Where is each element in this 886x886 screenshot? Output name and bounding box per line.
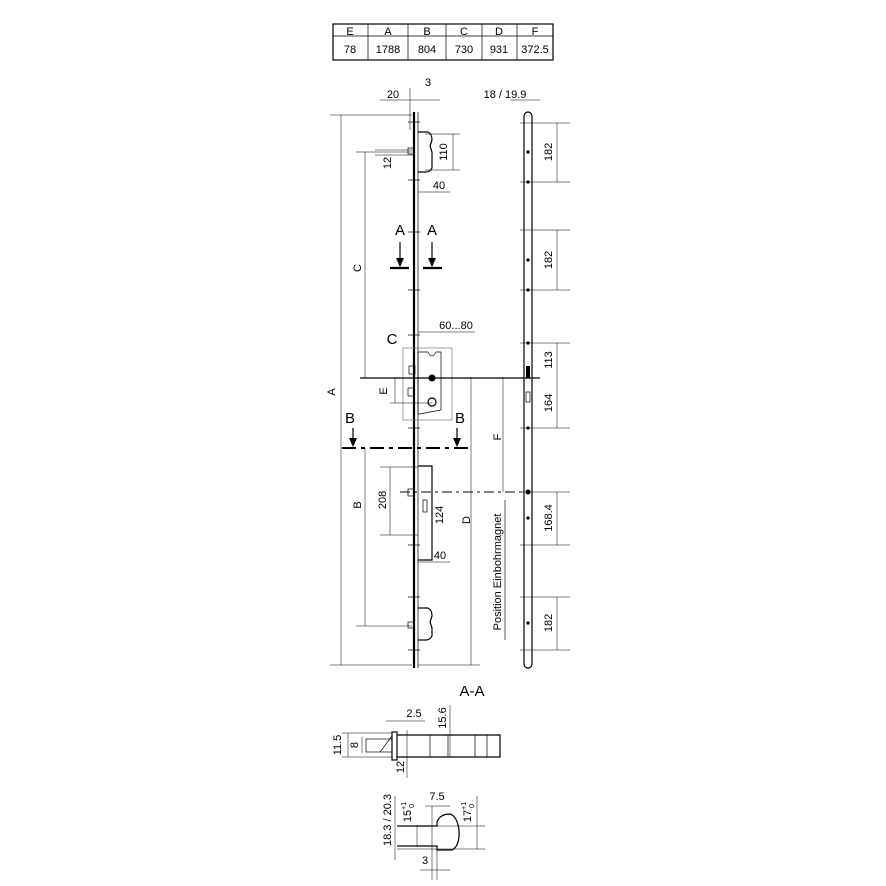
section-b-left-label: B [345, 410, 355, 427]
side-dim-2: 182 [543, 251, 555, 269]
detail-c-label: C [387, 331, 398, 348]
dim-label-e: E [378, 387, 390, 394]
side-dim-5: 168.4 [543, 504, 555, 532]
profile-tol-15-upper: +1 [401, 802, 408, 810]
section-a-left-label: A [395, 222, 405, 239]
side-dim-3: 113 [543, 351, 555, 369]
profile-dim-18-3-20-3: 18.3 / 20.3 [382, 794, 394, 846]
side-dim-4: 164 [543, 394, 555, 412]
section-b-right-label: B [455, 410, 465, 427]
dim-40-bottom: 40 [434, 550, 446, 562]
dimension-table: E A B C D F 78 1788 804 730 931 372.5 [332, 23, 554, 61]
table-header-d: D [495, 26, 503, 38]
profile-dim-3: 3 [422, 855, 428, 867]
table-header-e: E [346, 26, 353, 38]
profile-dim-7-5: 7.5 [429, 791, 444, 803]
profile-tol-17-upper: +1 [461, 802, 468, 810]
dim-label-f: F [492, 433, 504, 440]
profile-dim-17: 17+10 [461, 802, 476, 822]
aa-dim-15-6: 15.6 [437, 707, 449, 728]
dim-124: 124 [434, 506, 446, 524]
bottom-hook-bolt [418, 607, 433, 641]
section-aa-title: A-A [459, 683, 484, 700]
aa-dim-8: 8 [349, 742, 361, 748]
magnet-position-label: Position Einbohrmagnet [492, 514, 504, 631]
dim-12: 12 [382, 157, 394, 169]
dim-label-c: C [352, 264, 364, 272]
side-profile [523, 111, 533, 669]
top-hook-bolt [418, 131, 433, 173]
table-value-e: 78 [344, 44, 356, 56]
profile-section-view: 18.3 / 20.3 15+10 7.5 17+10 3 [382, 791, 485, 880]
front-view: 20 3 110 12 40 A A A [326, 77, 540, 668]
side-thickness: 18 / 19.9 [484, 89, 527, 101]
profile-tol-17-lower: 0 [469, 804, 476, 808]
dim-110: 110 [438, 143, 450, 161]
profile-dim-15: 15+10 [401, 802, 416, 822]
dim-3: 3 [425, 77, 431, 89]
aa-dim-12: 12 [395, 761, 407, 773]
table-value-a: 1788 [376, 44, 400, 56]
side-view: 18 / 19.9 182 182 113 164 168.4 182 [484, 89, 570, 669]
table-value-d: 931 [490, 44, 508, 56]
table-value-c: 730 [455, 44, 473, 56]
aa-dim-11-5: 11.5 [332, 735, 344, 756]
dim-208: 208 [377, 491, 389, 509]
lock-case-outline [402, 347, 453, 421]
dim-40-top: 40 [433, 180, 445, 192]
side-dim-6: 182 [543, 614, 555, 632]
table-value-b: 804 [418, 44, 436, 56]
table-header-f: F [532, 26, 539, 38]
dim-label-d: D [461, 516, 473, 524]
side-dim-1: 182 [543, 143, 555, 161]
table-value-f: 372.5 [521, 44, 549, 56]
lower-latch [418, 465, 433, 561]
bolt-profile [397, 813, 460, 851]
aa-dim-2-5: 2.5 [406, 708, 421, 720]
dim-label-a: A [326, 388, 338, 396]
dim-60-80: 60...80 [439, 320, 473, 332]
lock-case [417, 351, 442, 415]
table-header-a: A [384, 26, 392, 38]
dim-label-b: B [352, 501, 364, 508]
profile-dim-17-value: 17 [462, 810, 474, 822]
table-header-b: B [423, 26, 430, 38]
section-aa-view: A-A 11.5 8 2.5 15.6 12 [332, 683, 501, 778]
table-header-c: C [460, 26, 468, 38]
section-a-right-label: A [427, 222, 437, 239]
dim-20: 20 [387, 89, 399, 101]
profile-tol-15-lower: 0 [409, 804, 416, 808]
cylinder-hole [427, 397, 437, 407]
profile-dim-15-value: 15 [402, 810, 414, 822]
